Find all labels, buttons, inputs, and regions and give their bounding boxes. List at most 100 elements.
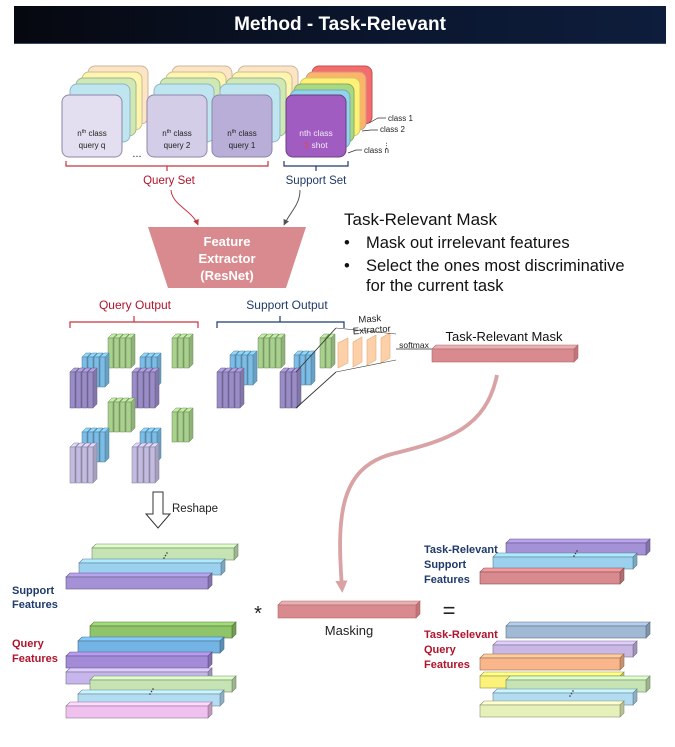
feature-map-face bbox=[216, 371, 223, 409]
multiply-symbol: * bbox=[254, 603, 262, 625]
feature-bar-face bbox=[479, 704, 621, 718]
feature-map-face bbox=[247, 354, 254, 386]
tr-support-label-line2: Support bbox=[424, 559, 466, 571]
feature-map-face bbox=[107, 401, 114, 433]
reshape-label: Reshape bbox=[172, 503, 218, 515]
feature-map-face bbox=[125, 337, 132, 369]
feature-map-face bbox=[149, 371, 156, 409]
mask-panel-heading: Task-Relevant Mask bbox=[344, 210, 498, 229]
query-feature-bars bbox=[65, 621, 237, 719]
feature-map-face bbox=[137, 371, 144, 409]
support-features-label-line1: Support bbox=[12, 585, 54, 597]
support-card-line1: nth class bbox=[299, 128, 333, 138]
feature-bar-face bbox=[492, 556, 634, 570]
feature-map-face bbox=[143, 371, 150, 409]
feature-extractor-line2: Extractor bbox=[198, 251, 255, 266]
feature-map-face bbox=[222, 371, 229, 409]
ellipsis-dot bbox=[573, 555, 575, 557]
support-set-label: Support Set bbox=[286, 175, 348, 187]
ellipsis-dot bbox=[574, 552, 577, 555]
feature-map-side bbox=[239, 367, 245, 409]
feature-map-side bbox=[330, 333, 336, 369]
feature-map-face bbox=[131, 446, 138, 484]
feature-map-face bbox=[183, 411, 190, 443]
feature-map-face bbox=[75, 371, 82, 409]
feature-map-side bbox=[280, 333, 286, 369]
feature-bar-top bbox=[479, 700, 625, 706]
class-2-label: class 2 bbox=[380, 125, 405, 134]
feature-map-face bbox=[285, 371, 292, 409]
ellipsis-dot bbox=[152, 688, 154, 690]
feature-map-face bbox=[137, 446, 144, 484]
query-set-brace bbox=[65, 161, 269, 171]
support-card-line2: 1 shot bbox=[304, 140, 328, 150]
feature-map-face bbox=[113, 401, 120, 433]
feature-map-face bbox=[113, 337, 120, 369]
mask-bullet-1: •Mask out irrelevant features bbox=[344, 234, 570, 252]
feature-map-side bbox=[130, 333, 136, 369]
feature-map-face bbox=[69, 371, 76, 409]
feature-map-face bbox=[234, 371, 241, 409]
mask-extractor-label-line2: Extractor bbox=[352, 324, 391, 338]
ellipsis-dot bbox=[572, 690, 574, 692]
feature-map-face bbox=[228, 371, 235, 409]
query-card-2-line1: nth class bbox=[162, 129, 192, 138]
feature-map-face bbox=[263, 337, 270, 369]
task-relevant-mask-bar bbox=[431, 344, 579, 363]
feature-map-side bbox=[92, 442, 98, 484]
feature-map-side bbox=[154, 442, 160, 484]
mask-to-masking-arrow bbox=[335, 374, 499, 593]
softmax-label: softmax bbox=[399, 340, 430, 350]
tr-query-label-line3: Features bbox=[424, 659, 470, 671]
ellipsis-dot bbox=[570, 692, 573, 695]
feature-map-side bbox=[252, 350, 258, 386]
support-output-label: Support Output bbox=[246, 298, 328, 312]
feature-map-side bbox=[296, 367, 302, 409]
feature-bar-top bbox=[91, 543, 239, 549]
feature-bar-top bbox=[479, 653, 625, 659]
feature-bar-face bbox=[65, 576, 209, 590]
feature-map-face bbox=[143, 446, 150, 484]
query-card-q-line2: query q bbox=[79, 141, 106, 150]
tr-query-label-line1: Task-Relevant bbox=[424, 629, 498, 641]
feature-map-face bbox=[177, 411, 184, 443]
feature-bar-top bbox=[492, 640, 638, 646]
feature-map-side bbox=[188, 333, 194, 369]
feature-bar-face bbox=[65, 655, 209, 669]
ellipsis-dot bbox=[163, 557, 165, 559]
mask-extractor bbox=[295, 327, 432, 409]
feature-bar-top bbox=[65, 667, 213, 673]
tr-support-label-line3: Features bbox=[424, 574, 470, 586]
feature-map-face bbox=[99, 431, 106, 463]
feature-extractor-line3: (ResNet) bbox=[200, 268, 253, 283]
feature-bar-face bbox=[505, 625, 647, 639]
support-features-label-line2: Features bbox=[12, 599, 58, 611]
feature-bar-top bbox=[89, 621, 237, 627]
task-relevant-mask-label: Task-Relevant Mask bbox=[445, 329, 563, 344]
query-card-1-line2: query 1 bbox=[229, 141, 256, 150]
feature-map-face bbox=[125, 401, 132, 433]
feature-map-side bbox=[188, 407, 194, 443]
feature-map-face bbox=[275, 337, 282, 369]
query-output-label: Query Output bbox=[99, 298, 172, 312]
class-n-label: class n bbox=[364, 146, 389, 155]
ellipsis-dot bbox=[149, 693, 151, 695]
feature-map-face bbox=[75, 446, 82, 484]
feature-map-side bbox=[310, 350, 316, 386]
slide-title: Method - Task-Relevant bbox=[234, 14, 446, 35]
feature-extractor-line1: Feature bbox=[204, 234, 251, 249]
ellipsis-dot bbox=[164, 554, 167, 557]
class-1-label: class 1 bbox=[388, 114, 413, 123]
tr-support-label-line1: Task-Relevant bbox=[424, 544, 498, 556]
support-output-brace bbox=[216, 316, 345, 328]
query-card-q-line1: nth class bbox=[77, 129, 107, 138]
masking-bar bbox=[277, 600, 421, 619]
feature-map-face bbox=[291, 371, 298, 409]
feature-bar-top bbox=[77, 636, 225, 642]
tr-query-label-line2: Query bbox=[424, 644, 457, 656]
query-card-1-line1: nth class bbox=[227, 129, 257, 138]
query-cards-ellipsis: ... bbox=[132, 148, 141, 160]
query-card-2-line2: query 2 bbox=[164, 141, 191, 150]
ellipsis-dot bbox=[576, 550, 578, 552]
task-relevant-query-bars bbox=[479, 621, 651, 718]
